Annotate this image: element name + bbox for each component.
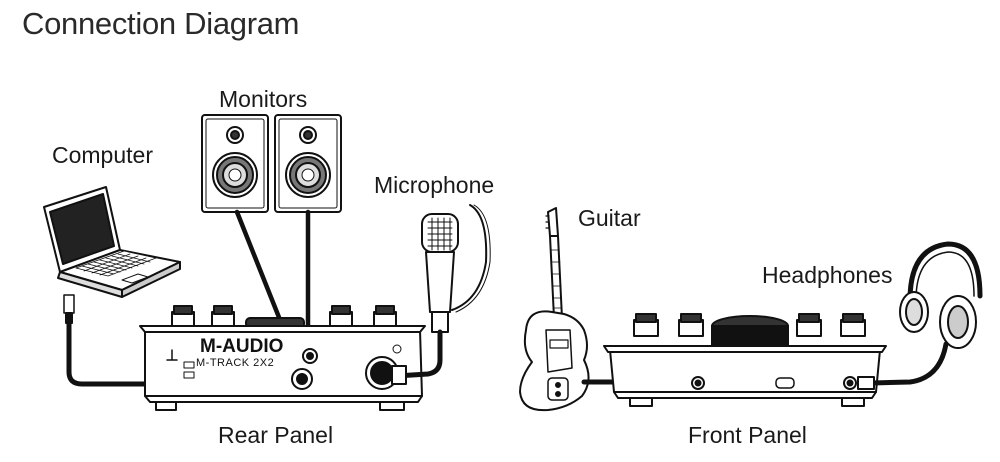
- microphone-illustration: [391, 204, 491, 385]
- laptop-illustration: [43, 186, 181, 298]
- microphone-label: Microphone: [374, 172, 495, 198]
- computer-label: Computer: [52, 142, 153, 168]
- monitor-right: [274, 114, 342, 213]
- device-brand-text: M-AUDIO: [200, 336, 283, 357]
- device-model-text: M-TRACK 2X2: [196, 357, 274, 369]
- rear-panel-label: Rear Panel: [218, 422, 334, 448]
- guitar-illustration: [519, 207, 673, 412]
- monitor-left: [201, 114, 269, 213]
- rear-panel-interface: [139, 305, 426, 411]
- headphones-illustration: [857, 241, 983, 390]
- diagram-title: Connection Diagram: [22, 6, 300, 41]
- monitors-label: Monitors: [219, 86, 308, 112]
- front-panel-label: Front Panel: [688, 422, 807, 448]
- guitar-label: Guitar: [578, 205, 641, 231]
- headphones-label: Headphones: [762, 262, 893, 288]
- front-panel-interface: [603, 313, 887, 407]
